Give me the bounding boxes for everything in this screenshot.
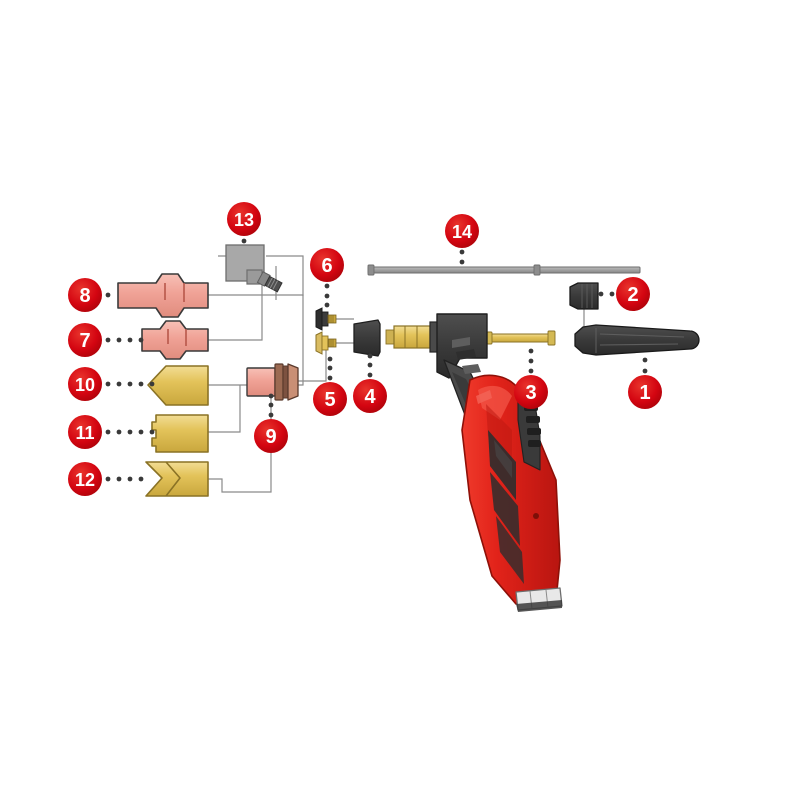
callout-badge-2[interactable]: 2 <box>616 277 650 311</box>
leader-6 <box>324 283 330 308</box>
part-back-cap-short[interactable] <box>569 282 599 310</box>
leader-8 <box>105 292 111 298</box>
leader-3 <box>528 348 534 374</box>
part-ceramic-cup-small[interactable] <box>141 320 209 360</box>
part-tungsten-electrode[interactable] <box>367 264 641 276</box>
callout-badge-8[interactable]: 8 <box>68 278 102 312</box>
leader-2 <box>598 291 615 297</box>
leader-9 <box>268 393 274 418</box>
callout-badge-13-label: 13 <box>234 210 254 230</box>
callout-badge-6-label: 6 <box>321 255 332 277</box>
callout-badge-7[interactable]: 7 <box>68 323 102 357</box>
callout-badge-10-label: 10 <box>75 375 95 395</box>
callout-badge-5-label: 5 <box>324 389 335 411</box>
leader-12 <box>105 476 144 482</box>
callout-badge-2-label: 2 <box>627 284 638 306</box>
callout-badge-10[interactable]: 10 <box>68 367 102 401</box>
callout-badge-4-label: 4 <box>364 386 376 408</box>
leader-11 <box>105 429 155 435</box>
part-collet-body-notched[interactable] <box>151 414 209 453</box>
leader-dot-lines <box>105 238 648 482</box>
part-collet-body-pointed[interactable] <box>147 365 209 406</box>
callout-badge-14-label: 14 <box>452 222 472 242</box>
callout-badge-9-label: 9 <box>265 426 276 448</box>
part-electrode-rod[interactable] <box>486 330 556 346</box>
callout-badge-4[interactable]: 4 <box>353 379 387 413</box>
part-back-cap-long[interactable] <box>574 324 700 356</box>
callout-badge-6[interactable]: 6 <box>310 248 344 282</box>
part-insulator-with-screw[interactable] <box>225 244 283 293</box>
callout-badge-12-label: 12 <box>75 470 95 490</box>
callout-badge-7-label: 7 <box>79 330 90 352</box>
callout-badge-11-label: 11 <box>75 423 94 443</box>
part-collet-body-v-notch[interactable] <box>145 461 209 497</box>
callout-badge-14[interactable]: 14 <box>445 214 479 248</box>
leader-4 <box>367 353 373 378</box>
part-gas-lens-assembly[interactable] <box>246 363 299 401</box>
callout-badge-11[interactable]: 11 <box>68 415 102 449</box>
leader-13 <box>241 238 247 244</box>
callout-badge-1[interactable]: 1 <box>628 375 662 409</box>
connector-bracket-lines <box>208 255 585 493</box>
leader-10 <box>105 381 155 387</box>
callout-badges: 1 2 3 4 5 6 <box>68 202 662 496</box>
callout-badge-1-label: 1 <box>639 382 650 404</box>
leader-7 <box>105 337 144 343</box>
callout-badge-3-label: 3 <box>525 382 536 404</box>
callout-badge-8-label: 8 <box>79 285 90 307</box>
part-ceramic-cup-large[interactable] <box>117 273 209 318</box>
callout-badge-3[interactable]: 3 <box>514 375 548 409</box>
part-gas-diffuser-brass[interactable] <box>315 331 337 355</box>
callout-badge-5[interactable]: 5 <box>313 382 347 416</box>
part-gas-diffuser-dark[interactable] <box>315 307 337 331</box>
leader-5 <box>327 356 333 381</box>
callout-badge-12[interactable]: 12 <box>68 462 102 496</box>
leader-14 <box>459 249 465 265</box>
torch-body-handle[interactable] <box>436 313 563 612</box>
callout-badge-9[interactable]: 9 <box>254 419 288 453</box>
leader-1 <box>642 357 648 374</box>
part-torch-head-connector[interactable] <box>353 319 381 357</box>
callout-badge-13[interactable]: 13 <box>227 202 261 236</box>
